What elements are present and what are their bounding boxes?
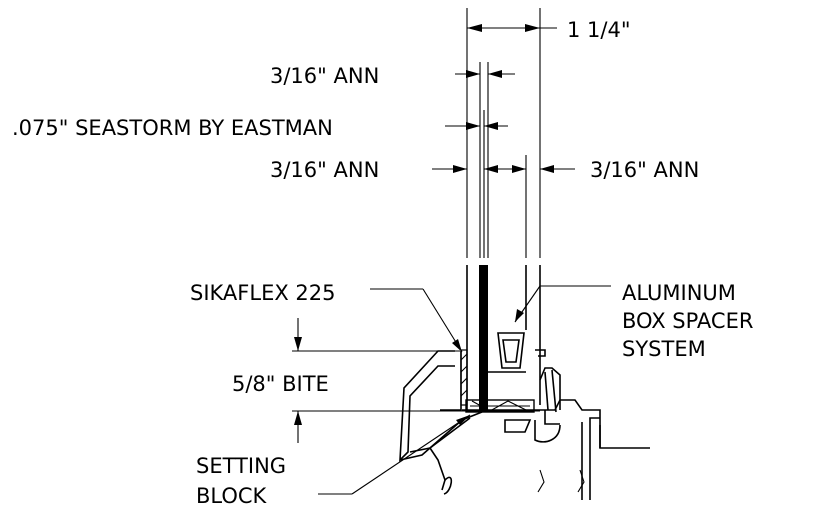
overall-thickness-label: 1 1/4"	[567, 18, 631, 42]
glass-extension-lines	[479, 62, 527, 258]
sikaflex-sealant	[370, 288, 468, 406]
spacer-label-line1: ALUMINUM	[622, 281, 736, 305]
interlayer-label: .075" SEASTORM BY EASTMAN	[12, 116, 333, 140]
setting-block-label-line2: BLOCK	[196, 484, 268, 508]
overall-dimension	[466, 8, 557, 258]
interlayer-dimension	[445, 122, 508, 130]
inner-lite-right-label: 3/16" ANN	[590, 158, 699, 182]
glass-lites	[466, 265, 541, 410]
bite-dimension	[292, 318, 540, 443]
bite-label: 5/8" BITE	[232, 372, 329, 396]
spacer-label-line3: SYSTEM	[622, 337, 706, 361]
outer-lite-label: 3/16" ANN	[270, 64, 379, 88]
outer-lite-dimension	[455, 70, 515, 78]
inner-lite-left-label: 3/16" ANN	[270, 158, 379, 182]
sealant-label: SIKAFLEX 225	[190, 281, 335, 305]
inner-lite-dimension	[432, 165, 575, 173]
setting-block	[318, 399, 535, 495]
setting-block-label-line1: SETTING	[196, 454, 286, 478]
box-spacer	[488, 285, 611, 373]
spacer-label-line2: BOX SPACER	[622, 309, 753, 333]
break-marks	[537, 469, 585, 493]
